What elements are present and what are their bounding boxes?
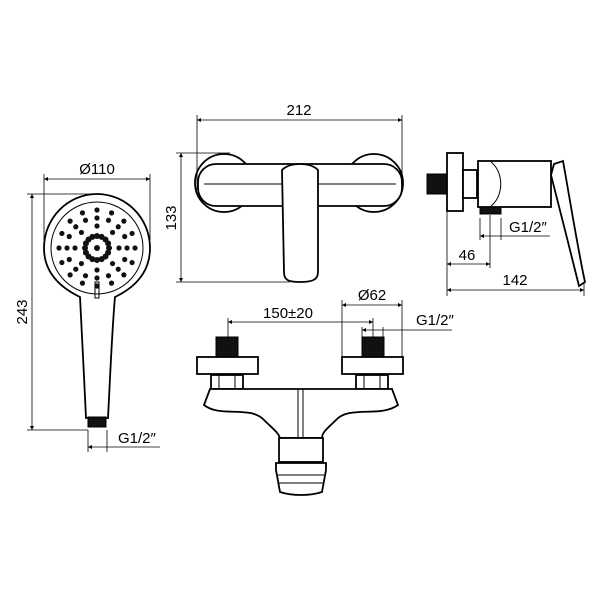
hand-shower-thread-label: G1/2″: [118, 430, 157, 447]
nozzle-dot: [124, 245, 130, 251]
mixer-side-view: G1/2″ 46 142: [426, 152, 587, 296]
inlet-thread-label: G1/2″: [416, 312, 455, 329]
mixer-lever: [281, 163, 319, 283]
hose-connector-icon: [87, 416, 107, 428]
inlet-spacing-label: 150±20: [263, 305, 313, 322]
mixer-body-bottom: [202, 388, 400, 439]
nozzle-dot: [56, 245, 62, 251]
nozzle-dot: [82, 249, 89, 256]
nozzle-dot: [132, 245, 138, 251]
hand-shower-diameter-label: Ø110: [79, 161, 115, 178]
nozzle-dot: [105, 273, 112, 279]
side-thread-label: G1/2″: [509, 219, 548, 236]
right-thread-icon: [361, 336, 385, 358]
nozzle-dot: [109, 229, 116, 236]
nozzle-dot: [72, 245, 78, 251]
nozzle-dot: [67, 272, 73, 278]
outlet-connector: [275, 462, 327, 496]
nozzle-dot: [94, 245, 100, 251]
nozzle-dot: [94, 207, 100, 213]
nozzle-dot: [89, 233, 96, 240]
nozzle-dot: [94, 215, 100, 221]
nozzle-dot: [59, 230, 65, 237]
mixer-height-label: 133: [163, 205, 180, 230]
nozzle-dot: [122, 256, 128, 263]
nozzle-dot: [73, 266, 79, 272]
nozzle-dot: [94, 283, 100, 289]
nozzle-dot: [67, 218, 73, 224]
outlet-thread-icon: [479, 206, 502, 215]
wall-thread-icon: [426, 173, 448, 195]
nozzle-dot: [115, 224, 121, 230]
nozzle-dot: [122, 233, 128, 240]
nozzle-dot: [82, 273, 89, 279]
nozzle-dot: [94, 223, 100, 229]
nozzle-dot: [98, 256, 105, 263]
outlet-offset-label: 46: [459, 247, 476, 264]
nozzle-dot: [78, 260, 85, 267]
wall-plate: [446, 152, 464, 212]
side-lever: [550, 159, 587, 288]
nozzle-dot: [79, 280, 86, 286]
nozzle-dot: [109, 260, 116, 267]
mixer-connection-view: 150±20 Ø62 G1/2″: [196, 287, 455, 496]
mixer-front-view: 212 133: [163, 102, 404, 283]
escutcheon-diameter-label: Ø62: [358, 287, 386, 304]
nozzle-dot: [115, 266, 121, 272]
nozzle-dot: [116, 245, 122, 251]
nozzle-dot: [108, 210, 115, 216]
nozzle-dot: [66, 233, 72, 240]
nozzle-dot: [94, 257, 100, 263]
nozzle-dot: [121, 218, 127, 224]
nozzle-dot: [78, 229, 85, 236]
hand-shower-view: Ø110 243 G1/2″: [14, 161, 160, 452]
hand-shower-length-label: 243: [14, 299, 31, 324]
nozzle-dot: [94, 275, 100, 281]
mixer-width-label: 212: [286, 102, 311, 119]
spray-face: [50, 201, 144, 295]
nozzle-dot: [105, 240, 112, 247]
left-thread-icon: [215, 336, 239, 358]
nozzle-dot: [129, 230, 135, 237]
nozzle-dot: [59, 259, 65, 266]
nozzle-dot: [82, 245, 88, 251]
nozzle-dot: [105, 217, 112, 223]
spray-nozzles: [56, 207, 138, 289]
nozzle-dot: [94, 233, 100, 239]
nozzle-dot: [129, 259, 135, 266]
nozzle-dot: [106, 245, 112, 251]
nozzle-dot: [121, 272, 127, 278]
nozzle-dot: [66, 256, 72, 263]
nozzle-dot: [108, 280, 115, 286]
nozzle-dot: [82, 217, 89, 223]
nozzle-dot: [79, 210, 86, 216]
mixer-depth-label: 142: [502, 272, 527, 289]
hand-shower-outline: [43, 193, 151, 419]
nozzle-dot: [94, 267, 100, 273]
nozzle-dot: [73, 224, 79, 230]
nozzle-dot: [64, 245, 70, 251]
mode-switch: [94, 281, 100, 299]
